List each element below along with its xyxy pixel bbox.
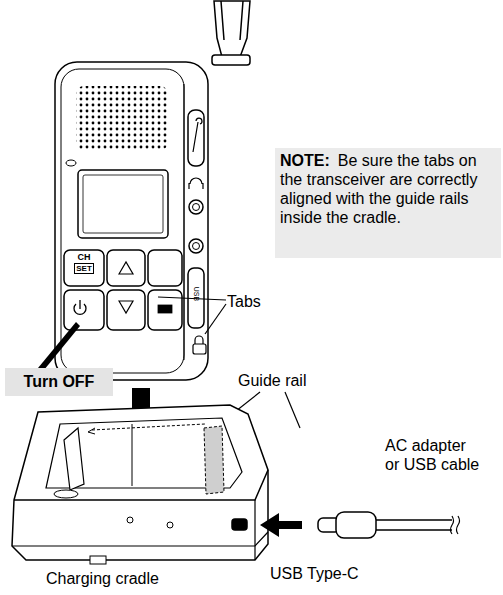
transceiver-body <box>55 62 208 380</box>
contact-base <box>54 490 78 498</box>
down-key <box>107 290 145 330</box>
usb-port <box>232 519 247 530</box>
transceiver <box>55 62 208 380</box>
port-label: USB <box>192 282 200 306</box>
side-button-inner <box>193 204 200 211</box>
usb-plug <box>318 512 460 538</box>
strap-hole <box>195 336 203 344</box>
leader-line <box>158 297 226 300</box>
cradle-center-line <box>132 424 133 486</box>
side-edge <box>184 84 185 360</box>
figure-caption-label: Charging cradle <box>46 569 159 588</box>
connection-label: AC adapter or USB cable <box>385 436 481 474</box>
function-key <box>148 290 182 330</box>
down-arrow-symbol <box>119 301 133 313</box>
antenna <box>212 1 250 65</box>
headphone-symbol <box>189 178 203 189</box>
key-label: SET <box>64 264 104 274</box>
plug-arrow <box>260 513 302 537</box>
speaker-grille <box>76 86 168 150</box>
charging-cradle <box>12 405 268 564</box>
guide-rail <box>88 424 224 494</box>
charging-contact <box>64 428 84 490</box>
plug-body <box>336 512 376 538</box>
key-label: CH <box>64 252 104 263</box>
side-button-inner <box>193 243 200 250</box>
box-text: Turn OFF <box>24 373 95 390</box>
cable-break <box>451 516 460 534</box>
guide-rail-strip <box>204 426 224 494</box>
guide-rail-dashed <box>92 424 205 430</box>
power-key <box>64 290 104 330</box>
cradle-body <box>12 405 268 560</box>
pointer-wedge <box>38 322 80 370</box>
antenna-ridge <box>221 1 243 40</box>
leader-line <box>285 392 300 428</box>
up-arrow-symbol <box>119 262 133 274</box>
antenna-collar <box>212 55 250 65</box>
front-panel <box>61 69 184 373</box>
antenna-body <box>214 1 250 57</box>
part-label: Guide rail <box>238 371 306 390</box>
leader-line <box>205 304 226 334</box>
part-label: Tabs <box>227 292 261 311</box>
key-icon <box>158 305 172 313</box>
mic-jack-symbol <box>193 118 202 152</box>
cradle-front-edge <box>14 470 268 500</box>
display-screen <box>83 175 163 233</box>
cradle-base-edge <box>12 532 268 546</box>
mode-key <box>148 250 182 286</box>
side-button <box>189 239 203 253</box>
cradle-foot <box>90 556 106 564</box>
side-button <box>189 200 203 214</box>
guide-rail-arrow <box>88 428 95 434</box>
up-key <box>107 250 145 286</box>
cable <box>376 520 452 530</box>
part-label: USB Type-C <box>270 564 359 583</box>
indicator-led <box>66 160 76 166</box>
display <box>78 170 168 238</box>
ptt-key <box>188 110 204 166</box>
screw-hole <box>167 522 173 528</box>
ch-set-key <box>64 250 104 286</box>
screw-hole <box>127 517 133 523</box>
note-box: NOTE:Be sure the tabs on the transceiver… <box>275 148 501 258</box>
key-label-frame: SET <box>74 263 94 274</box>
note-heading: NOTE: <box>280 152 330 169</box>
power-symbol <box>74 300 86 314</box>
strap-hole-body <box>193 344 206 354</box>
cradle-corner <box>254 500 255 560</box>
instruction-box: Turn OFF <box>5 368 113 396</box>
